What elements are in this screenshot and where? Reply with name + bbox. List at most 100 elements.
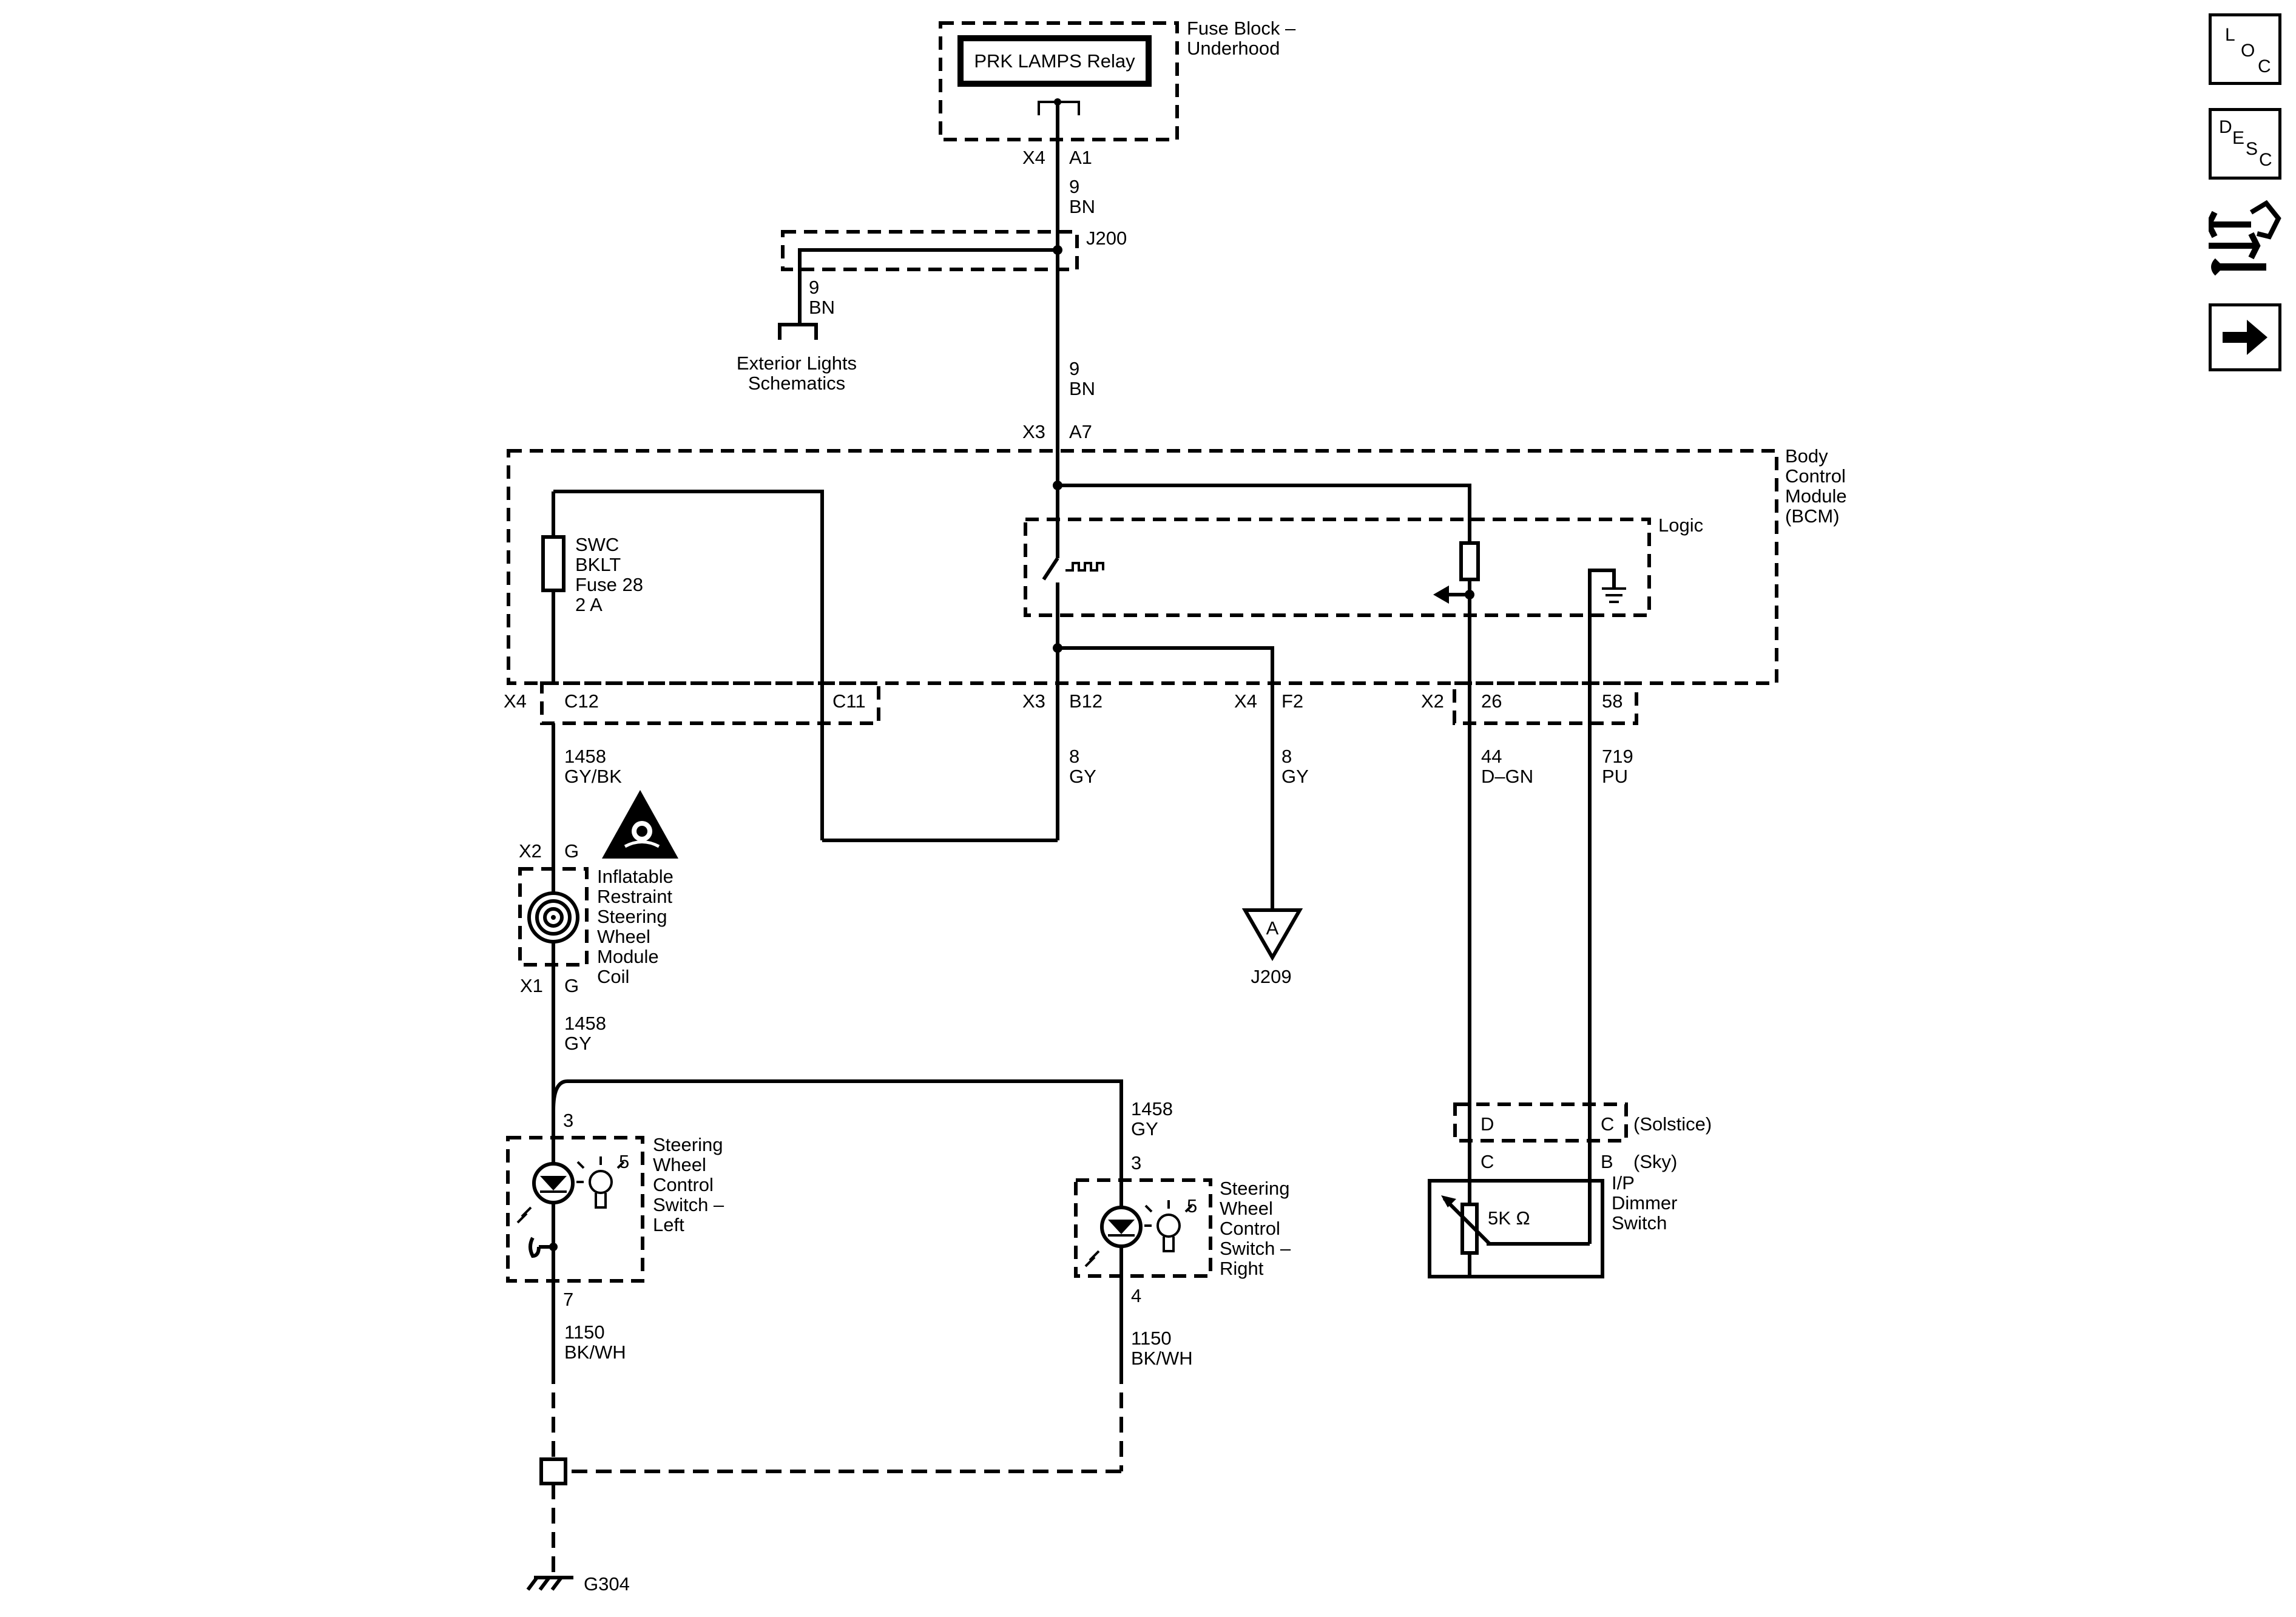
ground-wire-right-color: BK/WH bbox=[1131, 1348, 1193, 1369]
exterior-lights-ref-2: Schematics bbox=[748, 373, 845, 394]
bcm-conn-x4b: X4 bbox=[1234, 690, 1257, 712]
coil-bot-pin: G bbox=[564, 975, 579, 996]
wire-bcm-in-circuit: 9 bbox=[1069, 358, 1079, 379]
coil-label-5: Module bbox=[597, 946, 659, 967]
splice-branch-color: BN bbox=[809, 297, 835, 318]
dimmer-label-1: I/P bbox=[1612, 1172, 1635, 1193]
wire-26-circuit: 44 bbox=[1481, 746, 1502, 767]
dimmer-pin-d: D bbox=[1481, 1113, 1494, 1135]
switch-left-label-4: Switch – bbox=[653, 1194, 724, 1215]
clockspring-coil bbox=[518, 867, 589, 967]
bcm-pin-c12: C12 bbox=[564, 690, 599, 712]
bcm-pin-26: 26 bbox=[1481, 690, 1502, 712]
logic-resistor bbox=[1459, 541, 1480, 581]
ground-wire-left-circuit: 1150 bbox=[564, 1322, 605, 1343]
ip-dimmer-switch bbox=[1428, 1102, 1628, 1278]
wire-58-color: PU bbox=[1602, 766, 1628, 787]
switch-left-label-3: Control bbox=[653, 1174, 714, 1195]
ground-wiring bbox=[539, 1368, 1123, 1573]
wire-f2-color: GY bbox=[1281, 766, 1309, 787]
switch-left-label-2: Wheel bbox=[653, 1154, 706, 1175]
connector-repair-icon[interactable] bbox=[2205, 200, 2281, 282]
switch-left-pin-top: 3 bbox=[563, 1110, 573, 1131]
wire-58-circuit: 719 bbox=[1602, 746, 1633, 767]
coil-label-6: Coil bbox=[597, 966, 629, 987]
coil-label-2: Restraint bbox=[597, 886, 672, 907]
bcm-title-4: (BCM) bbox=[1785, 505, 1840, 527]
wire-below-coil-color: GY bbox=[564, 1033, 592, 1054]
wire-1458-color: GY/BK bbox=[564, 766, 622, 787]
fuse-label-3: Fuse 28 bbox=[575, 574, 643, 595]
switch-right-wire-color: GY bbox=[1131, 1118, 1158, 1139]
bcm-title-1: Body bbox=[1785, 445, 1828, 467]
relay-label: PRK LAMPS Relay bbox=[974, 50, 1135, 72]
fuse-label-2: BKLT bbox=[575, 554, 621, 575]
splice-branch-circuit: 9 bbox=[809, 277, 819, 298]
bcm-conn-x3: X3 bbox=[1022, 690, 1045, 712]
offpage-letter: A bbox=[1266, 917, 1279, 939]
coil-top-pin: G bbox=[564, 840, 579, 862]
wire-top-circuit: 9 bbox=[1069, 176, 1079, 197]
lamp-icon bbox=[576, 1156, 625, 1209]
ground-wire-left-color: BK/WH bbox=[564, 1342, 626, 1363]
switch-left-lamp-num: 5 bbox=[619, 1151, 629, 1172]
splice-id: J200 bbox=[1086, 228, 1127, 249]
next-arrow-icon[interactable] bbox=[2209, 303, 2281, 371]
switch-right-label-2: Wheel bbox=[1220, 1198, 1273, 1219]
switch-right-pin-bot: 4 bbox=[1131, 1285, 1141, 1306]
coil-top-conn: X2 bbox=[519, 840, 542, 862]
dimmer-pin-c1: C bbox=[1601, 1113, 1614, 1135]
bcm-conn-x4: X4 bbox=[504, 690, 527, 712]
fuse-block-conn: X4 bbox=[1022, 147, 1045, 168]
bcm-conn-x2: X2 bbox=[1421, 690, 1444, 712]
bcm-in-conn: X3 bbox=[1022, 421, 1045, 442]
wire-top-color: BN bbox=[1069, 196, 1095, 217]
dimmer-variant-2: (Sky) bbox=[1633, 1151, 1677, 1172]
dimmer-label-2: Dimmer bbox=[1612, 1192, 1678, 1214]
ground-id: G304 bbox=[584, 1573, 630, 1595]
dimmer-resistance: 5K Ω bbox=[1488, 1207, 1530, 1229]
dimmer-pin-b: B bbox=[1601, 1151, 1613, 1172]
switch-left-label-1: Steering bbox=[653, 1134, 723, 1155]
airbag-warning-icon bbox=[602, 790, 678, 859]
fuse-label-4: 2 A bbox=[575, 594, 603, 615]
exterior-lights-ref-1: Exterior Lights bbox=[737, 353, 857, 374]
wire-26-color: D–GN bbox=[1481, 766, 1533, 787]
wire-1458-gy-right bbox=[552, 1079, 1123, 1204]
offpage-connector-j209 bbox=[1241, 908, 1303, 962]
wire-f2-circuit: 8 bbox=[1281, 746, 1292, 767]
logic-label: Logic bbox=[1658, 515, 1703, 536]
splice-j200 bbox=[778, 230, 1079, 340]
loc-icon[interactable]: L O C bbox=[2209, 13, 2281, 85]
offpage-id: J209 bbox=[1251, 966, 1291, 987]
fuse-block-underhood: PRK LAMPS Relay Fuse Block – Underhood bbox=[939, 18, 1296, 141]
swc-bklt-fuse bbox=[541, 535, 566, 592]
desc-icon[interactable]: D E S C bbox=[2209, 108, 2281, 180]
bcm-title-2: Control bbox=[1785, 465, 1846, 487]
bcm-title-3: Module bbox=[1785, 485, 1847, 507]
bcm-pin-c11: C11 bbox=[832, 690, 866, 712]
switch-right-wire-circuit: 1458 bbox=[1131, 1098, 1173, 1119]
wire-b12-color: GY bbox=[1069, 766, 1096, 787]
switch-left-label-5: Left bbox=[653, 1214, 684, 1235]
dimmer-label-3: Switch bbox=[1612, 1212, 1667, 1234]
switch-right-label-5: Right bbox=[1220, 1258, 1264, 1279]
steering-wheel-switch-left bbox=[506, 1135, 644, 1368]
coil-label-4: Wheel bbox=[597, 926, 650, 947]
switch-right-lamp-num: 5 bbox=[1187, 1195, 1197, 1217]
bcm-connectors bbox=[540, 681, 1638, 725]
fuse-label-1: SWC bbox=[575, 534, 619, 555]
wire-1458-circuit: 1458 bbox=[564, 746, 606, 767]
bcm-in-pin: A7 bbox=[1069, 421, 1092, 442]
switch-right-label-4: Switch – bbox=[1220, 1238, 1291, 1259]
wire-below-coil-circuit: 1458 bbox=[564, 1013, 606, 1034]
steering-wheel-switch-right bbox=[1074, 1178, 1212, 1278]
switch-left-pin-bot: 7 bbox=[563, 1289, 573, 1310]
ground-symbol-icon bbox=[526, 1576, 573, 1591]
wire-b12-circuit: 8 bbox=[1069, 746, 1079, 767]
dimmer-variant-1: (Solstice) bbox=[1633, 1113, 1712, 1135]
ground-wire-right-circuit: 1150 bbox=[1131, 1328, 1172, 1349]
switch-right-pin-top: 3 bbox=[1131, 1152, 1141, 1173]
fuse-block-title-2: Underhood bbox=[1187, 38, 1280, 59]
